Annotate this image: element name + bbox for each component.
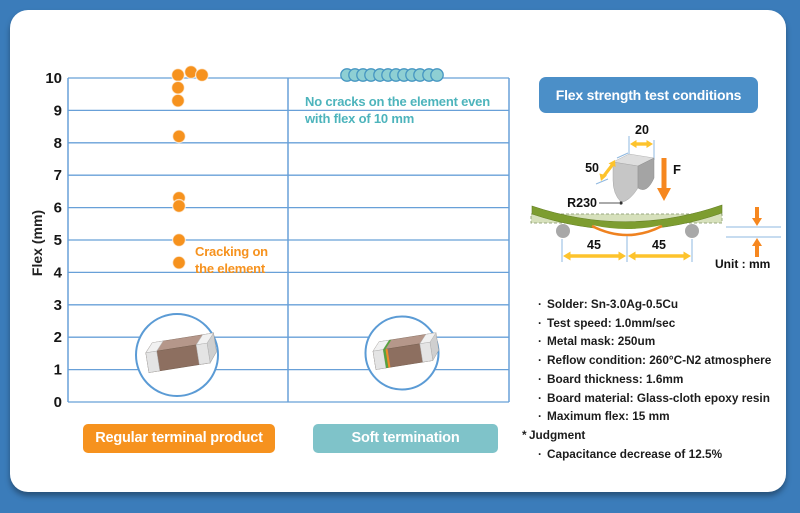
y-tick-label: 10 — [45, 70, 62, 87]
data-point-regular — [170, 80, 186, 95]
y-tick-label: 8 — [54, 135, 62, 152]
y-tick-label: 9 — [54, 102, 62, 119]
bullet: · — [538, 334, 542, 349]
bullet: · — [538, 353, 542, 368]
span-right-label: 45 — [652, 238, 666, 252]
annotation-cracking: Cracking on the element — [195, 244, 268, 276]
condition-text: Judgment — [529, 427, 586, 442]
data-point-regular — [171, 129, 187, 144]
regular-capacitor-image — [135, 313, 219, 397]
regular-terminal-label: Regular terminal product — [83, 424, 275, 453]
data-point-regular — [170, 67, 186, 83]
judgment-item: *Judgment — [522, 426, 784, 445]
y-tick-label: 0 — [54, 394, 62, 411]
data-point-regular — [171, 198, 187, 214]
condition-item: · Maximum flex: 15 mm — [522, 407, 784, 426]
flex-test-diagram: 20 50 F R230 — [530, 123, 781, 271]
bullet: · — [538, 390, 542, 405]
bullet: · — [538, 446, 542, 461]
y-tick-label: 5 — [54, 232, 62, 249]
bullet: · — [538, 297, 542, 311]
condition-item: · Metal mask: 250um — [522, 332, 784, 351]
condition-item: · Test speed: 1.0mm/sec — [522, 314, 784, 333]
test-conditions-title: Flex strength test conditions — [539, 77, 758, 113]
force-label: F — [673, 162, 681, 177]
data-point-soft — [430, 68, 444, 82]
condition-text: Metal mask: 250um — [547, 334, 656, 349]
y-tick-label: 2 — [54, 329, 62, 346]
soft-termination-label: Soft termination — [313, 424, 498, 453]
y-tick-label: 3 — [54, 297, 62, 314]
data-point-regular — [171, 255, 187, 270]
y-tick-label: 1 — [54, 362, 62, 379]
y-tick-label: 4 — [54, 264, 63, 281]
span-left-label: 45 — [587, 238, 601, 252]
annotation-no-cracks: No cracks on the element even with flex … — [305, 94, 490, 126]
condition-text: Board material: Glass-cloth epoxy resin — [547, 390, 770, 405]
condition-text: Board thickness: 1.6mm — [547, 371, 684, 386]
radius-label: R230 — [567, 196, 597, 210]
condition-text: Maximum flex: 15 mm — [547, 409, 670, 424]
condition-text: Reflow condition: 260°C-N2 atmosphere — [547, 353, 772, 368]
condition-text: Test speed: 1.0mm/sec — [547, 315, 676, 330]
bullet: · — [538, 409, 542, 424]
bullet: · — [538, 315, 542, 330]
asterisk: * — [522, 427, 527, 442]
unit-label: Unit : mm — [715, 257, 770, 271]
data-point-regular — [170, 93, 186, 108]
dim-20-label: 20 — [635, 123, 649, 137]
y-tick-label: 6 — [54, 200, 62, 217]
soft-termination-capacitor-image — [364, 315, 440, 391]
dim-50-label: 50 — [585, 161, 599, 175]
condition-item: · Capacitance decrease of 12.5% — [522, 445, 784, 464]
condition-text: Capacitance decrease of 12.5% — [547, 446, 723, 461]
bullet: · — [538, 371, 542, 386]
condition-item: · Board material: Glass-cloth epoxy resin — [522, 389, 784, 408]
condition-item: · Solder: Sn-3.0Ag-0.5Cu — [522, 295, 784, 314]
test-conditions-list: · Solder: Sn-3.0Ag-0.5Cu · Test speed: 1.0… — [522, 295, 784, 463]
condition-item: · Board thickness: 1.6mm — [522, 370, 784, 389]
y-tick-label: 7 — [54, 167, 62, 184]
data-point-regular — [171, 232, 187, 248]
condition-text: Solder: Sn-3.0Ag-0.5Cu — [547, 297, 679, 311]
condition-item: · Reflow condition: 260°C-N2 atmosphere — [522, 351, 784, 370]
data-point-regular — [194, 67, 210, 83]
